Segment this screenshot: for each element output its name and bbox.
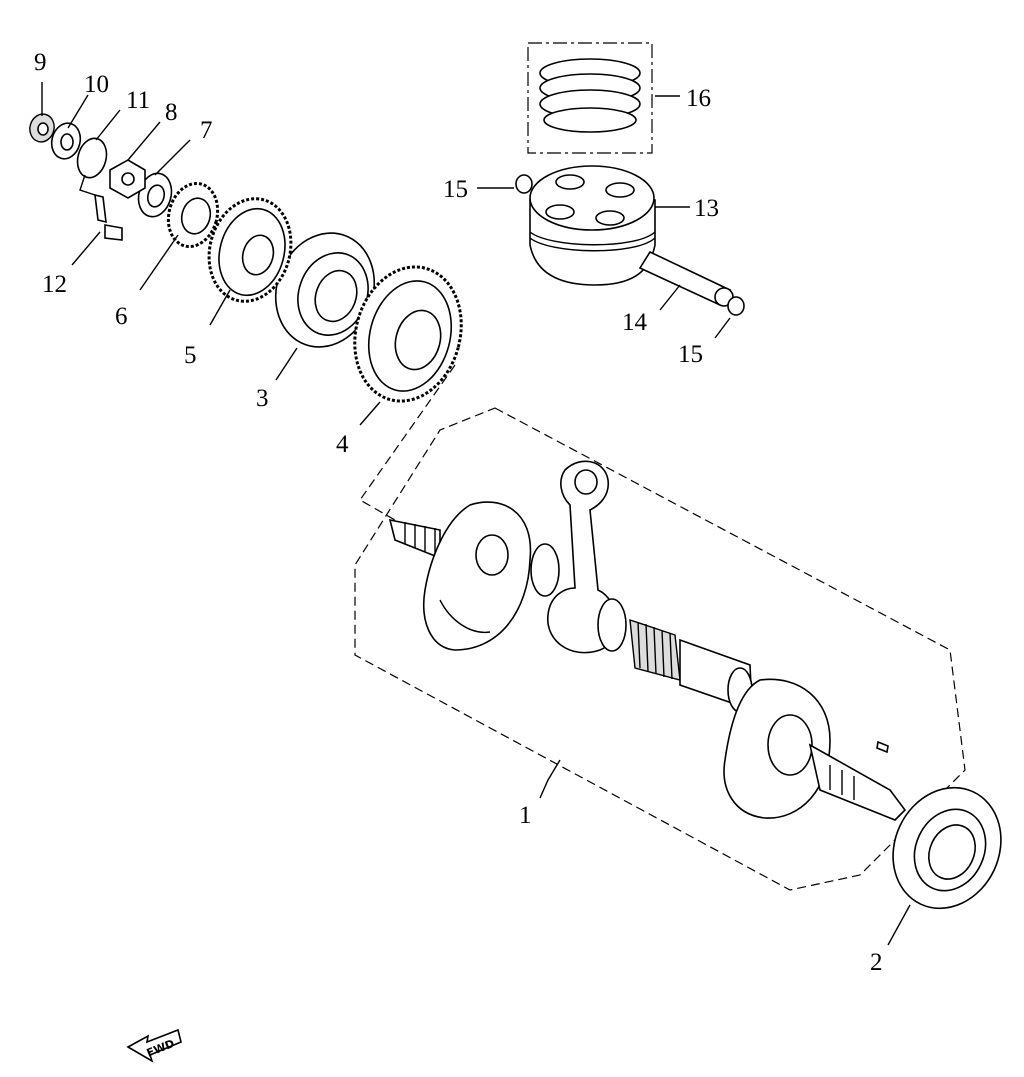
crankshaft (388, 460, 907, 821)
label-2: 2 (870, 949, 883, 976)
label-15-right: 15 (678, 341, 703, 368)
label-11: 11 (126, 87, 150, 114)
part-labels: 1 2 3 4 5 6 7 8 9 10 11 12 13 14 15 15 1… (34, 49, 883, 976)
label-14: 14 (622, 309, 648, 336)
label-4: 4 (336, 431, 349, 458)
label-5: 5 (184, 342, 197, 369)
label-16: 16 (686, 85, 711, 112)
label-10: 10 (84, 71, 109, 98)
washer-inner (146, 184, 166, 208)
crankshaft-assembly-boundary (354, 407, 966, 891)
label-1: 1 (519, 802, 532, 829)
lock-washer-tab (79, 174, 96, 196)
drive-gear (353, 265, 463, 403)
label-9: 9 (34, 49, 47, 76)
label-7: 7 (200, 117, 213, 144)
leader-lines (41, 82, 911, 946)
bearing-left (274, 232, 376, 348)
balancer-gear (207, 197, 293, 303)
label-15-top: 15 (443, 176, 468, 203)
piston-rings (539, 58, 641, 133)
label-12: 12 (42, 271, 67, 298)
label-13: 13 (694, 195, 719, 222)
timing-sprocket (166, 181, 220, 249)
bearing-right (892, 786, 1002, 910)
label-8: 8 (165, 99, 178, 126)
piston-clip-right (727, 296, 745, 316)
label-3: 3 (256, 385, 269, 412)
piston (529, 165, 656, 286)
label-6: 6 (115, 303, 128, 330)
forward-arrow-icon: FWD (126, 1028, 182, 1063)
piston-clip-top (515, 174, 533, 194)
bolt (94, 193, 107, 224)
piston-rings-box (527, 42, 653, 154)
